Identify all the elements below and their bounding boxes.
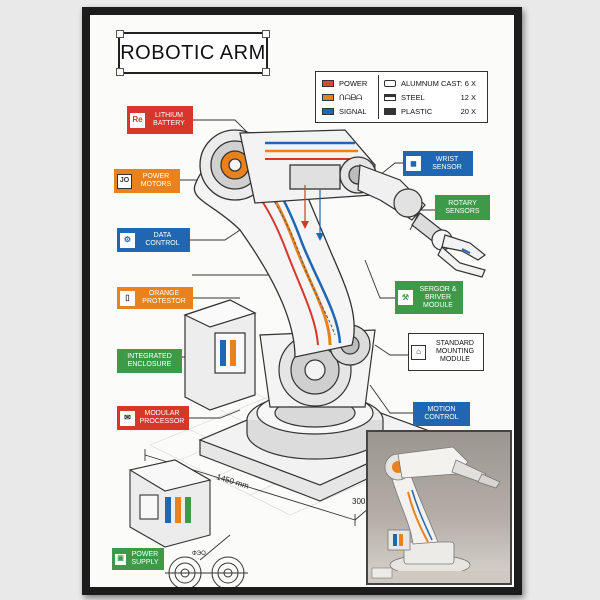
- title-corner: [262, 30, 270, 38]
- plastic-icon: [384, 108, 396, 115]
- callout-modular-processor: ✉ MODULAR PROCESSOR: [117, 406, 189, 430]
- legend-divider: [378, 75, 379, 119]
- callout-label: ORANGE PROTESTOR: [142, 290, 186, 305]
- legend-label: ᑎᗩᗷᗩ: [339, 92, 363, 102]
- callout-label: SERGOR & BRIVER MODULE: [419, 285, 457, 309]
- photo-robot: [368, 446, 510, 583]
- callout-label: MOTION CONTROL: [424, 406, 459, 421]
- callout-label: POWER SUPPLY: [131, 551, 159, 566]
- poster-paper: ROBOTIC ARM POWER ᑎᗩᗷᗩ SIGNAL ALUMNUM CA…: [90, 15, 514, 587]
- callout-wrist-sensor: ◼ WRIST SENSOR: [403, 151, 473, 176]
- legend-qty: 6 X: [464, 79, 476, 88]
- turret: [259, 324, 376, 408]
- legend-label: PLASTIC: [401, 107, 433, 116]
- gripper: [437, 234, 486, 278]
- callout-label: WRIST SENSOR: [432, 155, 462, 171]
- aluminum-icon: [384, 80, 396, 87]
- callout-label: POWER MOTORS: [140, 173, 172, 188]
- callout-data-control: ⚙ DATA CONTROL: [117, 228, 190, 252]
- legend-label: SIGNAL: [339, 107, 367, 116]
- reference-photo: [366, 430, 512, 585]
- dimension-depth: 300: [352, 497, 366, 506]
- poster-title: ROBOTIC ARM: [120, 41, 266, 64]
- plug-icon: ▣: [115, 553, 126, 565]
- legend-qty: 20 X: [460, 107, 476, 116]
- chip-icon: ⚙: [120, 232, 135, 248]
- upper-arm: [239, 129, 377, 204]
- sensor-icon: ◼: [406, 156, 421, 171]
- legend-qty: 12 X: [460, 93, 476, 102]
- robot-arm-diagram: [128, 119, 486, 587]
- callout-standard-mounting: ⌂ STANDARD MOUNTING MODULE: [408, 333, 484, 371]
- callout-integrated-enclosure: INTEGRATED ENCLOSURE: [117, 349, 182, 373]
- legend-label: ALUMNUM CAST:: [401, 79, 463, 88]
- data-swatch: [322, 94, 334, 101]
- legend-signal: SIGNAL: [322, 105, 367, 118]
- legend-data: ᑎᗩᗷᗩ: [322, 91, 362, 104]
- legend-power: POWER: [322, 77, 367, 90]
- poster-title-box: ROBOTIC ARM: [116, 30, 270, 76]
- battery-icon: Re: [130, 112, 145, 128]
- motor-icon: JO: [117, 173, 132, 189]
- title-corner: [116, 30, 124, 38]
- power-supply-module: [128, 459, 212, 548]
- callout-label: LITHIUM BATTERY: [153, 112, 185, 127]
- legend-plastic: PLASTIC 20 X: [384, 105, 484, 118]
- wrench-icon: ⚒: [398, 290, 413, 305]
- legend-steel: STEEL 12 X: [384, 91, 484, 104]
- forearm: [357, 164, 453, 251]
- poster-frame: ROBOTIC ARM POWER ᑎᗩᗷᗩ SIGNAL ALUMNUM CA…: [82, 7, 522, 595]
- callout-orange-protestor: ▯ ORANGE PROTESTOR: [117, 287, 193, 309]
- title-corner: [262, 68, 270, 76]
- callout-rotary-sensors: ROTARY SENSORS: [435, 195, 490, 220]
- callout-label: INTEGRATED ENCLOSURE: [127, 353, 172, 368]
- legend-aluminum: ALUMNUM CAST:6 X: [384, 77, 484, 90]
- callout-label: MODULAR PROCESSOR: [139, 410, 185, 425]
- legend-label: POWER: [339, 79, 368, 88]
- electrical-enclosure: [183, 299, 257, 411]
- callout-label: DATA CONTROL: [145, 232, 180, 247]
- callout-power-motors: JO POWER MOTORS: [114, 169, 180, 193]
- device-icon: ▯: [120, 290, 135, 306]
- callout-lithium-battery: Re LITHIUM BATTERY: [127, 106, 193, 134]
- dimension-small: ΦЭО: [192, 551, 206, 557]
- mount-icon: ⌂: [411, 344, 426, 360]
- callout-power-supply: ▣ POWER SUPPLY: [112, 548, 164, 570]
- envelope-icon: ✉: [120, 410, 135, 426]
- callout-sergor-briver: ⚒ SERGOR & BRIVER MODULE: [395, 281, 463, 314]
- callout-motion-control: MOTION CONTROL: [413, 402, 470, 426]
- signal-arrows: [301, 185, 324, 241]
- legend: POWER ᑎᗩᗷᗩ SIGNAL ALUMNUM CAST:6 X STEEL…: [315, 71, 488, 123]
- steel-icon: [384, 94, 396, 101]
- signal-swatch: [322, 108, 334, 115]
- callout-label: ROTARY SENSORS: [445, 199, 480, 215]
- power-swatch: [322, 80, 334, 87]
- pulley-detail: [165, 556, 248, 587]
- legend-label: STEEL: [401, 93, 425, 102]
- title-corner: [116, 68, 124, 76]
- callout-label: STANDARD MOUNTING MODULE: [435, 340, 475, 363]
